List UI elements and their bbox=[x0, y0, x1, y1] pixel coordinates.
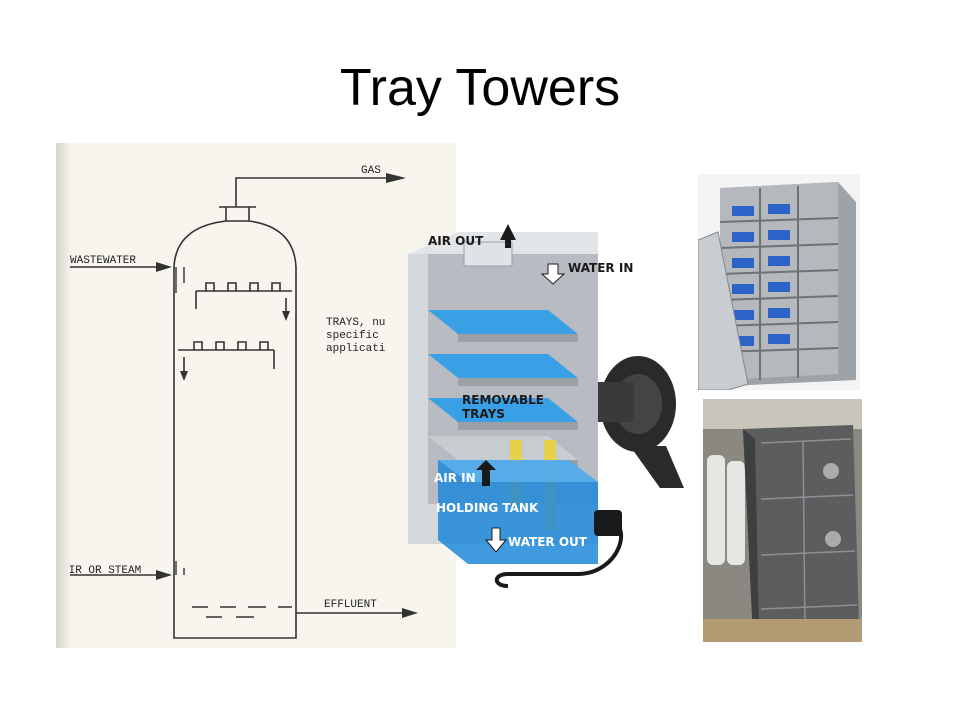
white-tanks bbox=[707, 455, 745, 565]
floor bbox=[703, 619, 862, 642]
tray-tower-photo-open bbox=[697, 174, 860, 391]
tray-2-flow-arrow bbox=[180, 371, 188, 381]
sump-liquid-marks bbox=[192, 606, 292, 618]
page-title: Tray Towers bbox=[339, 59, 621, 117]
water-out-arrow-icon bbox=[484, 527, 508, 553]
trays-label-3: applicati bbox=[326, 343, 386, 355]
tray-tower-photo-installed bbox=[703, 399, 862, 642]
air-in-arrow-icon bbox=[476, 460, 496, 486]
holding-tank-label: HOLDING TANK bbox=[436, 501, 539, 515]
trays-label-2: specific bbox=[326, 330, 379, 342]
cabinet-face bbox=[720, 182, 838, 380]
gas-arrow bbox=[386, 173, 406, 183]
wastewater-label: WASTEWATER bbox=[70, 255, 136, 267]
air-steam-label: AIR OR STEAM bbox=[62, 565, 141, 577]
wastewater-arrow bbox=[156, 262, 172, 272]
removable-label: REMOVABLE bbox=[462, 393, 544, 407]
trays-label-1: TRAYS, nu bbox=[326, 317, 385, 329]
photo-installed-unit bbox=[703, 399, 862, 642]
air-out-arrow-icon bbox=[500, 224, 516, 248]
air-steam-arrow bbox=[156, 570, 172, 580]
cabinet-panels bbox=[760, 438, 858, 630]
air-out-label: AIR OUT bbox=[428, 234, 484, 248]
cabinet-side bbox=[743, 429, 759, 637]
blower bbox=[598, 356, 684, 488]
cabinet-frame-lines bbox=[719, 186, 839, 380]
sight-ports bbox=[823, 463, 841, 547]
pump bbox=[594, 510, 622, 536]
air-riser bbox=[175, 561, 185, 575]
top-nozzle bbox=[219, 206, 256, 221]
air-out-duct bbox=[463, 241, 513, 267]
inlet-downcomer bbox=[175, 267, 185, 293]
holding-tank-top bbox=[438, 460, 598, 482]
water-in-arrow-icon bbox=[540, 263, 566, 285]
tray-grid bbox=[732, 204, 790, 346]
tray-1 bbox=[195, 282, 292, 315]
tray-1-flow-arrow bbox=[282, 311, 290, 321]
air-in-label: AIR IN bbox=[434, 471, 476, 485]
photo-open-cabinet bbox=[697, 174, 860, 391]
water-in-label: WATER IN bbox=[568, 261, 633, 275]
tower-shell bbox=[173, 220, 297, 583]
schematic-drawing: GAS WASTEWATER TRAYS, nu specific bbox=[62, 165, 418, 639]
open-door bbox=[697, 231, 749, 391]
tray-stack bbox=[428, 310, 578, 468]
tray-tower-cutaway: AIR OUT WATER IN REMOVABLE TRAYS AIR IN … bbox=[398, 214, 688, 594]
effluent-arrow bbox=[402, 608, 418, 618]
scan-edge-shadow bbox=[56, 143, 70, 648]
tray-tower-schematic: GAS WASTEWATER TRAYS, nu specific bbox=[56, 143, 456, 648]
water-out-label: WATER OUT bbox=[508, 535, 588, 549]
gas-label: GAS bbox=[361, 165, 381, 177]
effluent-label: EFFLUENT bbox=[324, 599, 377, 611]
tower-sump bbox=[173, 583, 297, 639]
gas-outlet-line bbox=[235, 177, 386, 207]
tray-2 bbox=[178, 341, 275, 373]
holding-tank bbox=[438, 460, 598, 564]
cutaway-drawing: AIR OUT WATER IN REMOVABLE TRAYS AIR IN … bbox=[408, 224, 684, 588]
trays-label: TRAYS bbox=[462, 407, 505, 421]
